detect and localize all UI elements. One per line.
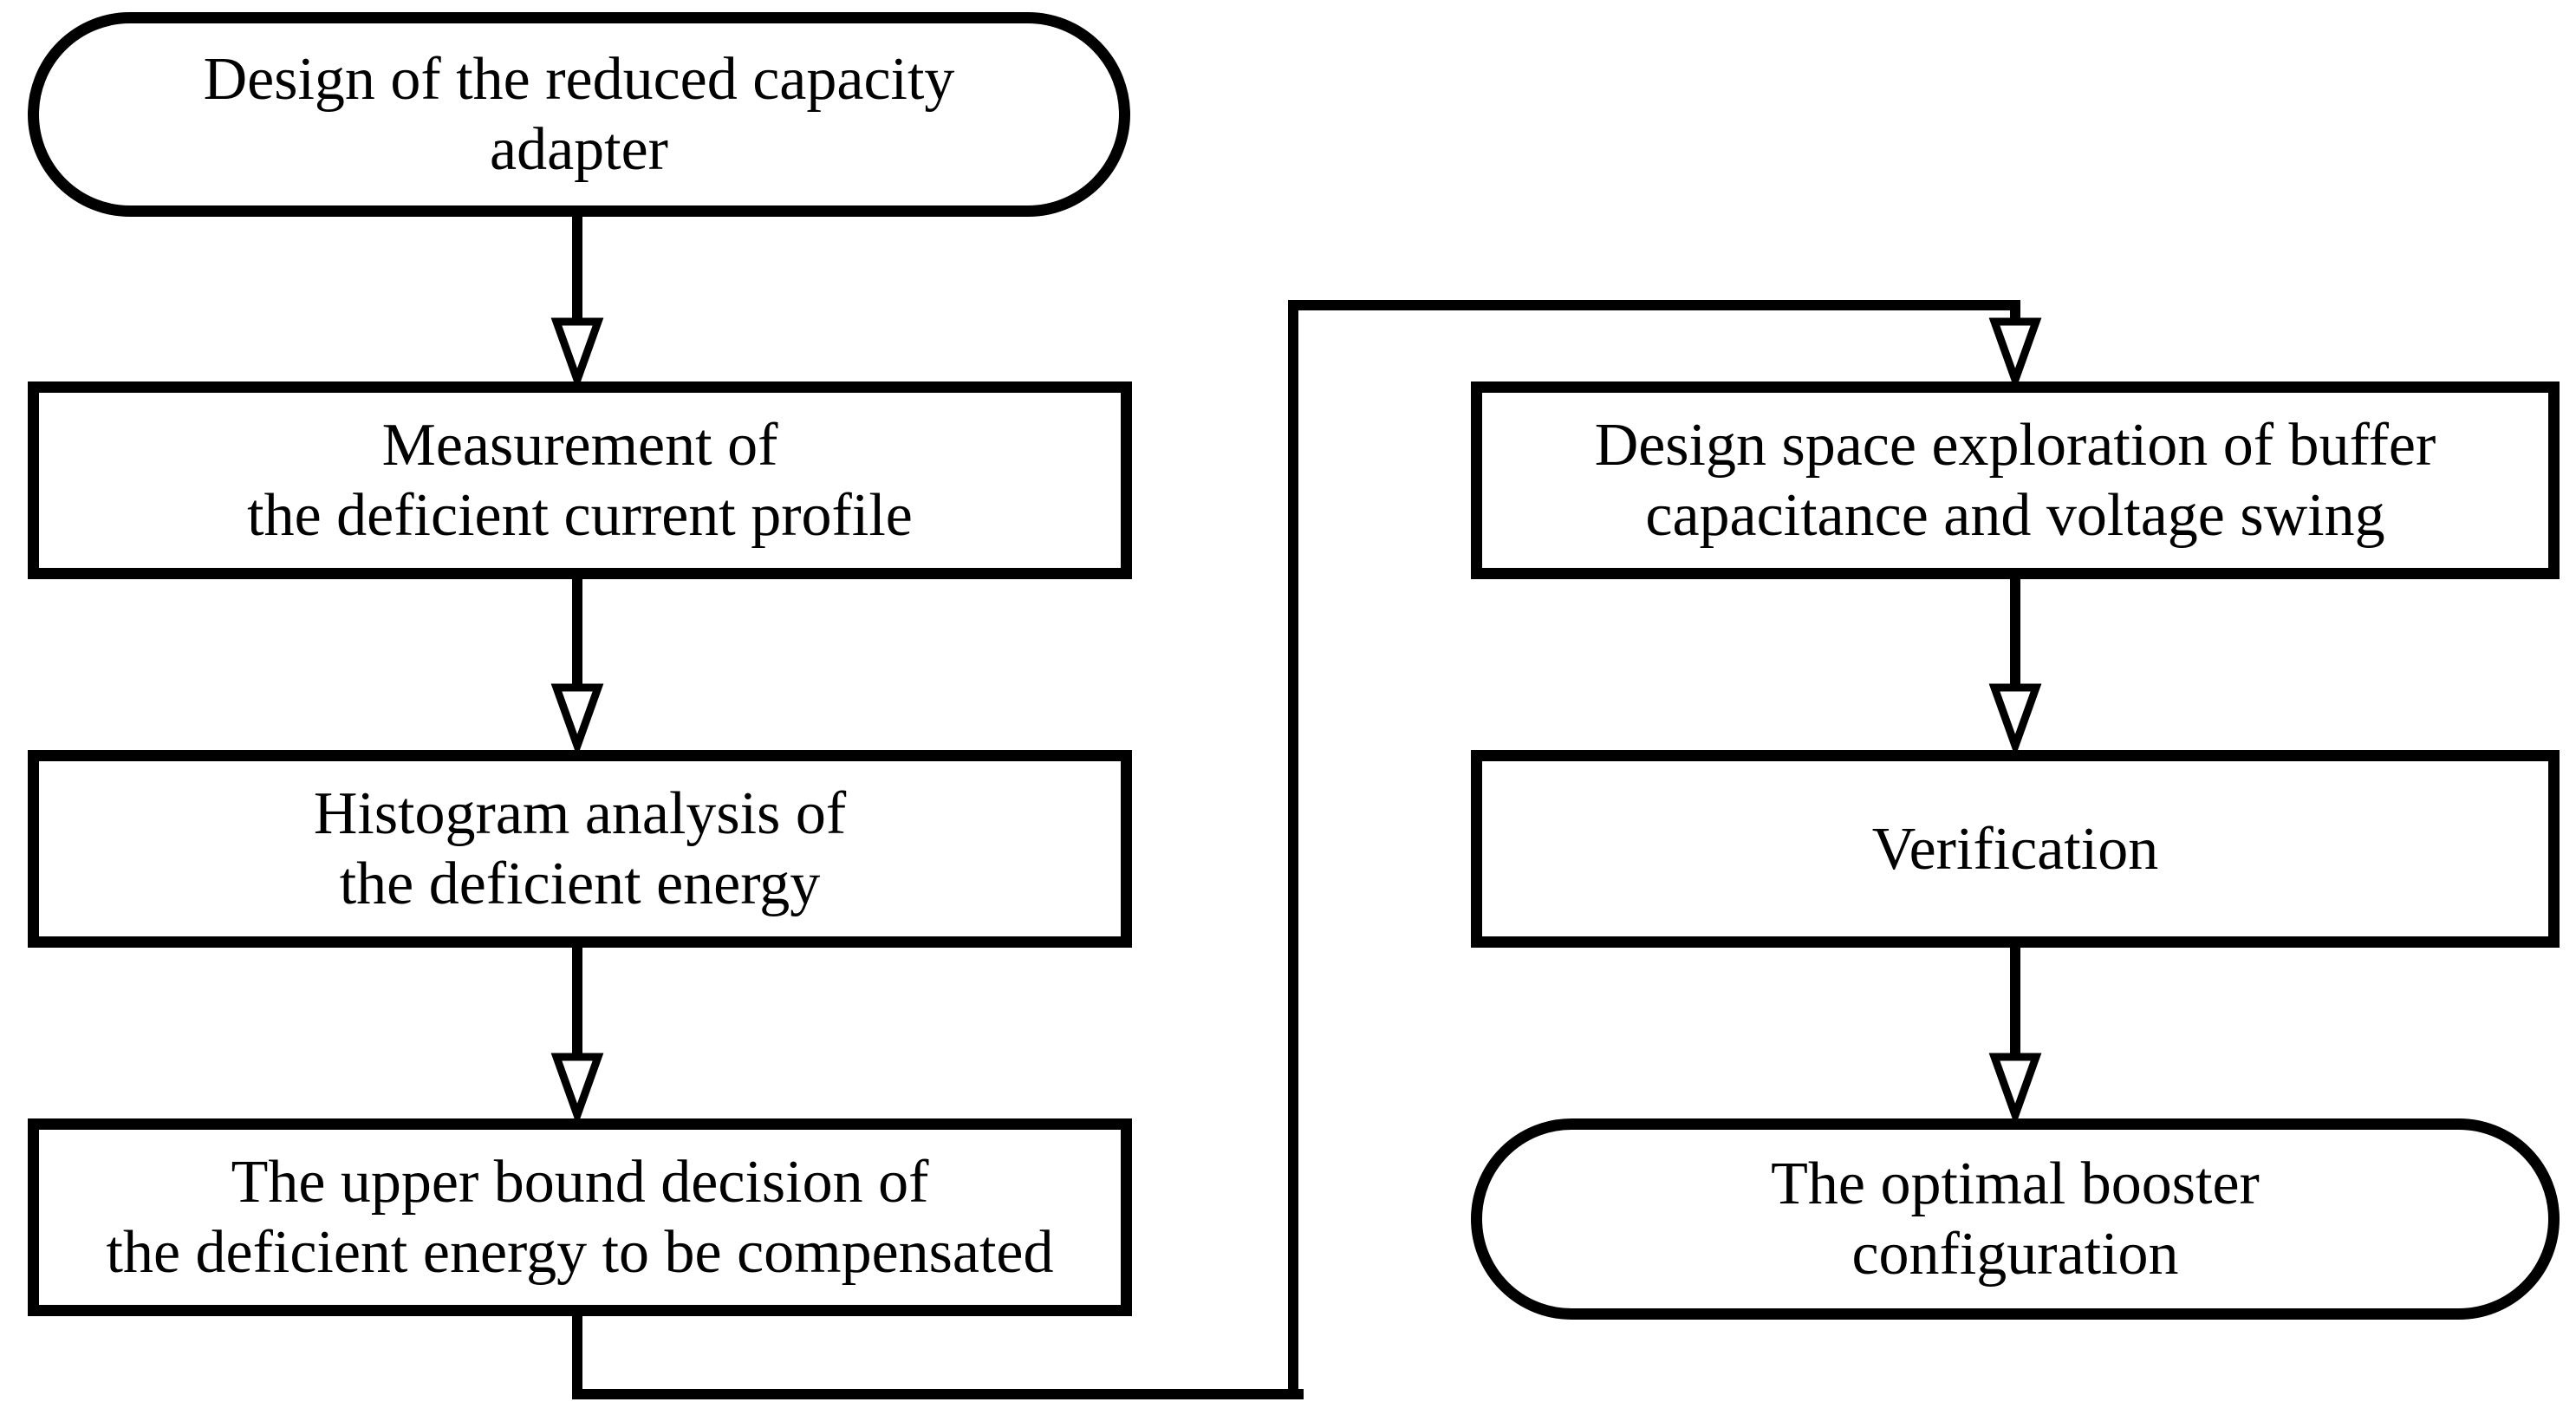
histogram-box: Histogram analysis of the deficient ener… (28, 750, 1132, 948)
arrow-design-space-to-verification-shaft (2010, 579, 2020, 687)
verification-box-label: Verification (1871, 815, 2159, 883)
elbow-connector-down-segment (572, 1316, 582, 1399)
verification-box: Verification (1471, 750, 2560, 948)
elbow-connector-bottom-segment (572, 1389, 1304, 1399)
elbow-connector-top-segment (1288, 300, 2020, 310)
arrow-histogram-to-upper-bound-head-icon (550, 1053, 604, 1127)
elbow-connector-up-segment (1288, 300, 1298, 1399)
arrow-start-to-measurement-shaft (572, 217, 582, 323)
start-node-label: Design of the reduced capacity adapter (203, 46, 955, 183)
end-node: The optimal booster configuration (1471, 1118, 2560, 1320)
arrow-into-design-space-head-icon (1988, 317, 2042, 392)
design-space-box: Design space exploration of buffer capac… (1471, 381, 2560, 579)
arrow-histogram-to-upper-bound-shaft (572, 948, 582, 1055)
end-node-label: The optimal booster configuration (1771, 1151, 2260, 1288)
arrow-measurement-to-histogram-shaft (572, 579, 582, 687)
arrow-start-to-measurement-head-icon (550, 317, 604, 392)
measurement-box-label: Measurement of the deficient current pro… (247, 412, 913, 549)
design-space-box-label: Design space exploration of buffer capac… (1594, 412, 2436, 549)
arrow-design-space-to-verification-head-icon (1988, 683, 2042, 758)
histogram-box-label: Histogram analysis of the deficient ener… (313, 780, 847, 917)
start-node: Design of the reduced capacity adapter (28, 12, 1130, 217)
measurement-box: Measurement of the deficient current pro… (28, 381, 1132, 579)
arrow-verification-to-end-head-icon (1988, 1053, 2042, 1127)
upper-bound-box-label: The upper bound decision of the deficien… (106, 1149, 1054, 1286)
arrow-verification-to-end-shaft (2010, 948, 2020, 1055)
arrow-measurement-to-histogram-head-icon (550, 683, 604, 758)
upper-bound-box: The upper bound decision of the deficien… (28, 1118, 1132, 1316)
